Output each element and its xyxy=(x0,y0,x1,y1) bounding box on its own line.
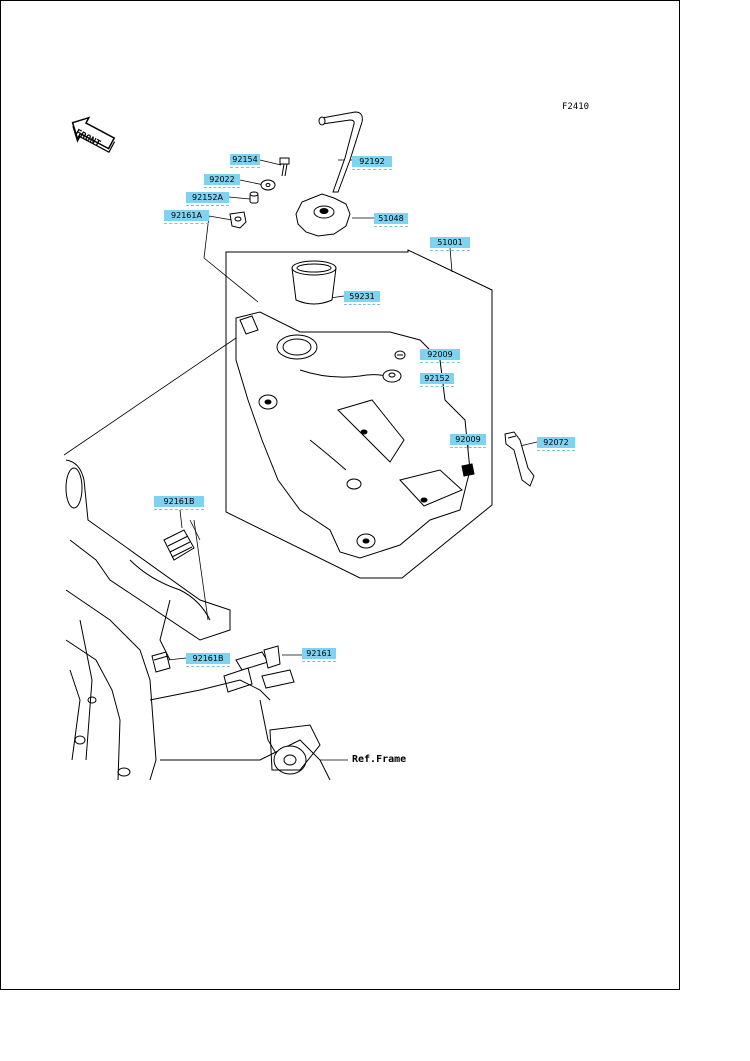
strap-icon xyxy=(504,431,535,487)
hose-icon xyxy=(318,111,363,193)
collar-icon xyxy=(382,369,402,383)
damper-icon xyxy=(151,651,171,673)
part-callout-92192[interactable]: 92192 xyxy=(352,156,392,170)
bolt-icon xyxy=(394,350,406,360)
part-callout-92161[interactable]: 92161 xyxy=(302,648,336,662)
part-callout-92154[interactable]: 92154 xyxy=(230,154,260,168)
part-callout-92009-side[interactable]: 92009 xyxy=(450,434,486,448)
front-arrow-icon xyxy=(71,116,116,154)
part-callout-51001[interactable]: 51001 xyxy=(430,237,470,251)
frame-icon xyxy=(65,459,331,781)
nut-icon xyxy=(461,463,475,477)
assembly-outline xyxy=(225,249,493,579)
leader-lines xyxy=(63,159,538,761)
washer-icon xyxy=(260,179,276,191)
part-callout-51048[interactable]: 51048 xyxy=(374,213,408,227)
ref-frame-label: Ref.Frame xyxy=(352,754,407,765)
filler-neck-icon xyxy=(291,260,337,305)
bolt-icon xyxy=(279,157,290,177)
part-callout-92161a[interactable]: 92161A xyxy=(164,210,209,224)
collar-icon xyxy=(249,191,259,204)
part-callout-92152a[interactable]: 92152A xyxy=(186,192,229,206)
fuel-cap-icon xyxy=(295,193,351,237)
part-callout-59231[interactable]: 59231 xyxy=(344,291,380,305)
part-callout-92161b-bottom[interactable]: 92161B xyxy=(186,653,230,667)
fuel-tank-icon xyxy=(235,311,471,559)
part-callout-92072[interactable]: 92072 xyxy=(537,437,575,451)
damper-icon xyxy=(229,211,247,229)
part-callout-92022[interactable]: 92022 xyxy=(204,174,240,188)
part-callout-92152[interactable]: 92152 xyxy=(420,373,454,387)
damper-icon xyxy=(223,645,295,693)
part-callout-92009-top[interactable]: 92009 xyxy=(420,349,460,363)
part-callout-92161b-top[interactable]: 92161B xyxy=(154,496,204,510)
damper-icon xyxy=(163,529,195,561)
figure-code: F2410 xyxy=(562,102,590,112)
